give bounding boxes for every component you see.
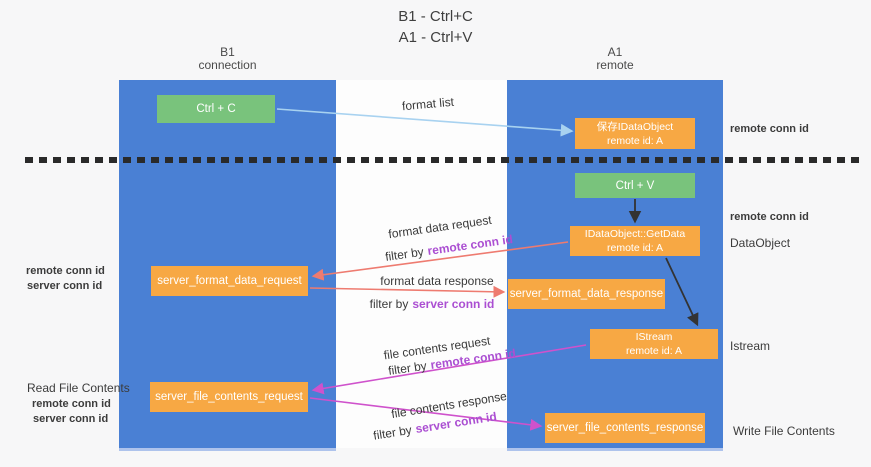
server-conn-id-annotation-left-1: server conn id: [27, 280, 103, 292]
save-idataobject-line2: remote id: A: [606, 134, 664, 147]
lane-b1-header: B1 connection: [119, 46, 336, 72]
getdata-line2: remote id: A: [606, 242, 664, 254]
istream-line1: IStream: [635, 331, 673, 343]
server-file-contents-request-node: server_file_contents_request: [150, 382, 308, 412]
remote-conn-id-annotation-top: remote conn id: [730, 123, 809, 135]
ctrl-v-node: Ctrl + V: [575, 173, 695, 198]
getdata-line1: IDataObject::GetData: [584, 228, 686, 240]
idataobject-getdata-node: IDataObject::GetData remote id: A: [570, 226, 700, 256]
server-format-data-request-node: server_format_data_request: [151, 266, 308, 296]
save-idataobject-node: 保存IDataObject remote id: A: [575, 118, 695, 149]
ctrl-v-label: Ctrl + V: [615, 179, 655, 192]
remote-conn-id-annotation-left-2: remote conn id: [32, 398, 111, 410]
lane-b1-title: B1: [220, 45, 235, 59]
lane-a1-title: A1: [607, 45, 623, 59]
server-format-data-response-node: server_format_data_response: [508, 279, 665, 309]
lane-b1-subtitle: connection: [198, 58, 257, 72]
lane-a1-subtitle: remote: [596, 58, 634, 72]
dataobject-annotation: DataObject: [730, 236, 791, 250]
title-line-1: B1 - Ctrl+C: [398, 8, 473, 25]
server-conn-id-text-1: server conn id: [412, 297, 495, 311]
server-file-contents-response-node: server_file_contents_response: [545, 413, 705, 443]
remote-conn-id-annotation-left-1: remote conn id: [26, 265, 105, 277]
ctrl-c-label: Ctrl + C: [196, 103, 236, 115]
filter-by-text-2: filter by: [369, 297, 409, 311]
read-file-contents-annotation: Read File Contents: [27, 381, 130, 395]
server-file-contents-response-label: server_file_contents_response: [546, 422, 704, 434]
istream-annotation: Istream: [730, 339, 771, 353]
server-format-data-response-label: server_format_data_response: [509, 288, 664, 300]
ctrl-c-node: Ctrl + C: [157, 95, 275, 123]
istream-line2: remote id: A: [625, 345, 683, 357]
server-conn-id-annotation-left-2: server conn id: [33, 413, 109, 425]
server-format-data-request-label: server_format_data_request: [157, 275, 302, 287]
lane-a1-header: A1 remote: [507, 46, 723, 72]
format-data-response-label: format data response: [380, 274, 494, 288]
title-line-2: A1 - Ctrl+V: [398, 29, 473, 46]
server-file-contents-request-label: server_file_contents_request: [155, 391, 303, 403]
write-file-contents-annotation: Write File Contents: [733, 424, 835, 438]
remote-conn-id-annotation-mid: remote conn id: [730, 211, 809, 223]
istream-node: IStream remote id: A: [590, 329, 718, 359]
diagram-title: B1 - Ctrl+C A1 - Ctrl+V: [0, 6, 871, 48]
session-separator-dashed-line: [25, 157, 863, 163]
save-idataobject-line1: 保存IDataObject: [596, 120, 674, 133]
